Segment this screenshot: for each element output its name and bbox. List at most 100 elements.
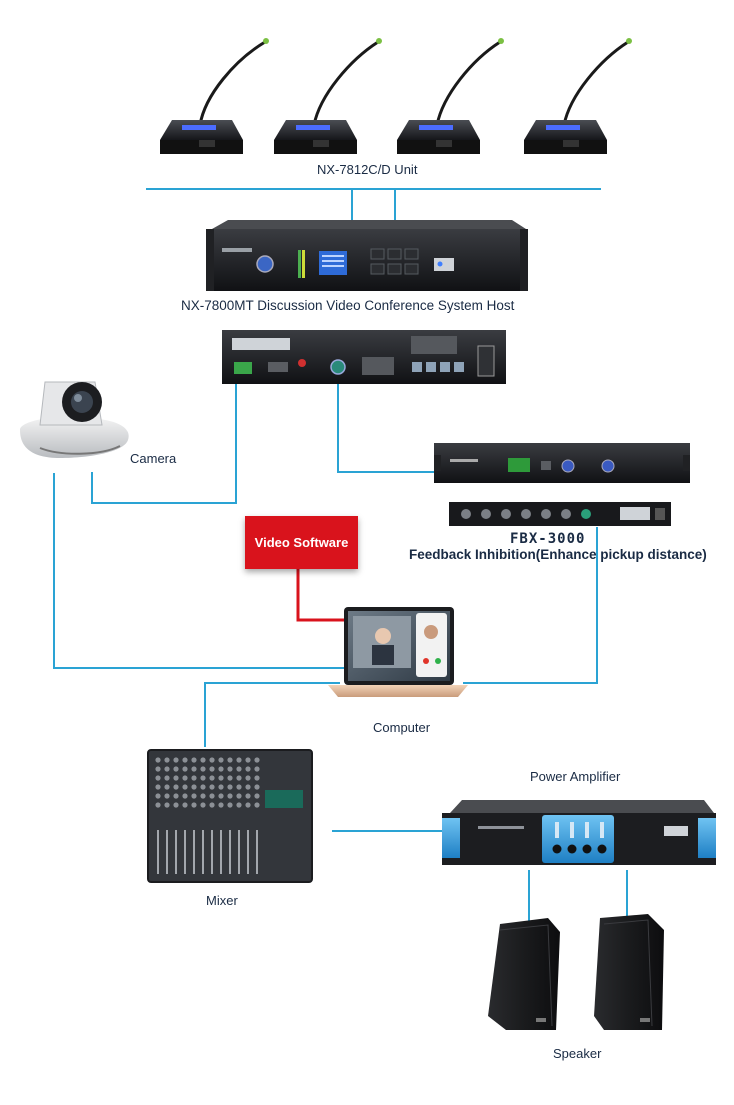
mixer-knob	[209, 775, 215, 781]
mixer-knob	[245, 757, 251, 763]
mixer-knob	[164, 775, 170, 781]
mixer-knob	[200, 784, 206, 790]
label-fbx-model: FBX-3000	[510, 531, 586, 547]
mixer-knob	[218, 784, 224, 790]
mixer-knob	[155, 766, 161, 772]
video-software-label: Video Software	[254, 535, 349, 550]
mixer-knob	[254, 802, 260, 808]
speaker-right	[594, 914, 664, 1030]
mixer-knob	[191, 802, 197, 808]
mixer-knob	[182, 766, 188, 772]
amplifier-device	[442, 800, 716, 865]
mixer-knob	[236, 766, 242, 772]
camera-to-computer-line	[53, 473, 346, 669]
mixer-knob	[236, 784, 242, 790]
label-computer: Computer	[373, 720, 431, 735]
mixer-knob	[155, 793, 161, 799]
label-fbx-desc: Feedback Inhibition(Enhance pickup dista…	[409, 547, 707, 562]
mixer-knob	[245, 802, 251, 808]
mixer-knob	[254, 793, 260, 799]
label-units: NX-7812C/D Unit	[317, 162, 418, 177]
mic-unit-3	[397, 38, 504, 154]
mixer-knob	[236, 802, 242, 808]
mixer-knob	[227, 766, 233, 772]
mixer-knob	[227, 784, 233, 790]
mixer-knob	[245, 793, 251, 799]
mixer-knob	[209, 757, 215, 763]
mixer-knob	[209, 766, 215, 772]
mic-unit-2	[274, 38, 382, 154]
mixer-knob	[164, 793, 170, 799]
mixer-knob	[245, 766, 251, 772]
host-front-panel	[206, 220, 528, 291]
fbx-front-device	[434, 443, 690, 483]
mixer-knob	[254, 784, 260, 790]
mixer-knob	[173, 775, 179, 781]
mixer-knob	[164, 784, 170, 790]
mixer-knob	[218, 766, 224, 772]
mixer-knob	[164, 757, 170, 763]
mixer-knob	[173, 802, 179, 808]
mixer-knob	[245, 784, 251, 790]
mixer-knob	[155, 784, 161, 790]
mixer-knob	[227, 793, 233, 799]
mixer-knob	[182, 775, 188, 781]
mixer-knob	[182, 802, 188, 808]
mixer-knob	[227, 802, 233, 808]
mixer-knob	[191, 757, 197, 763]
mixer-knob	[218, 802, 224, 808]
label-speaker: Speaker	[553, 1046, 602, 1061]
computer-laptop	[328, 607, 468, 697]
label-camera: Camera	[130, 451, 177, 466]
mixer-knob	[209, 802, 215, 808]
fbx-to-computer-line	[463, 527, 598, 684]
mixer-knob	[191, 784, 197, 790]
mixer-knob	[254, 766, 260, 772]
mixer-knob	[155, 802, 161, 808]
camera-to-host-line	[91, 382, 237, 504]
mixer-knob	[191, 766, 197, 772]
mixer-knob	[200, 802, 206, 808]
host-rear-panel	[222, 330, 506, 384]
mixer-knob	[155, 775, 161, 781]
mixer-knob	[200, 793, 206, 799]
host-to-fbx-line	[337, 376, 436, 473]
mixer-knob	[227, 775, 233, 781]
mixer-knob	[200, 766, 206, 772]
mixer-knob	[245, 775, 251, 781]
connection-lines	[53, 188, 628, 932]
mixer-knob	[182, 784, 188, 790]
mixer-knob	[254, 757, 260, 763]
mixer-knob	[236, 793, 242, 799]
mixer-knob	[173, 757, 179, 763]
computer-to-mixer-line	[204, 682, 340, 747]
label-mixer: Mixer	[206, 893, 238, 908]
mixer-knob	[182, 793, 188, 799]
mixer-knob	[164, 802, 170, 808]
mixer-knob	[209, 784, 215, 790]
mixer-knob	[236, 775, 242, 781]
mixer-knob	[173, 793, 179, 799]
video-software-box: Video Software	[245, 516, 358, 569]
label-power-amplifier: Power Amplifier	[530, 769, 621, 784]
mixer-knob	[173, 784, 179, 790]
camera-device	[20, 381, 129, 458]
mixer-knob	[209, 793, 215, 799]
mixer-knob	[218, 775, 224, 781]
microphone-units	[160, 38, 632, 154]
mixer-device	[147, 749, 313, 883]
fbx-rear-device	[449, 502, 671, 526]
mixer-knob	[164, 766, 170, 772]
mixer-knob	[200, 775, 206, 781]
mixer-knob	[155, 757, 161, 763]
mixer-knob	[254, 775, 260, 781]
mixer-knob	[182, 757, 188, 763]
mixer-knob	[191, 793, 197, 799]
label-host: NX-7800MT Discussion Video Conference Sy…	[181, 298, 515, 313]
software-to-computer-line	[296, 569, 346, 622]
mic-unit-1	[160, 38, 269, 154]
mic-unit-4	[524, 38, 632, 154]
mixer-knob	[173, 766, 179, 772]
mixer-knob	[218, 793, 224, 799]
mixer-knob	[227, 757, 233, 763]
